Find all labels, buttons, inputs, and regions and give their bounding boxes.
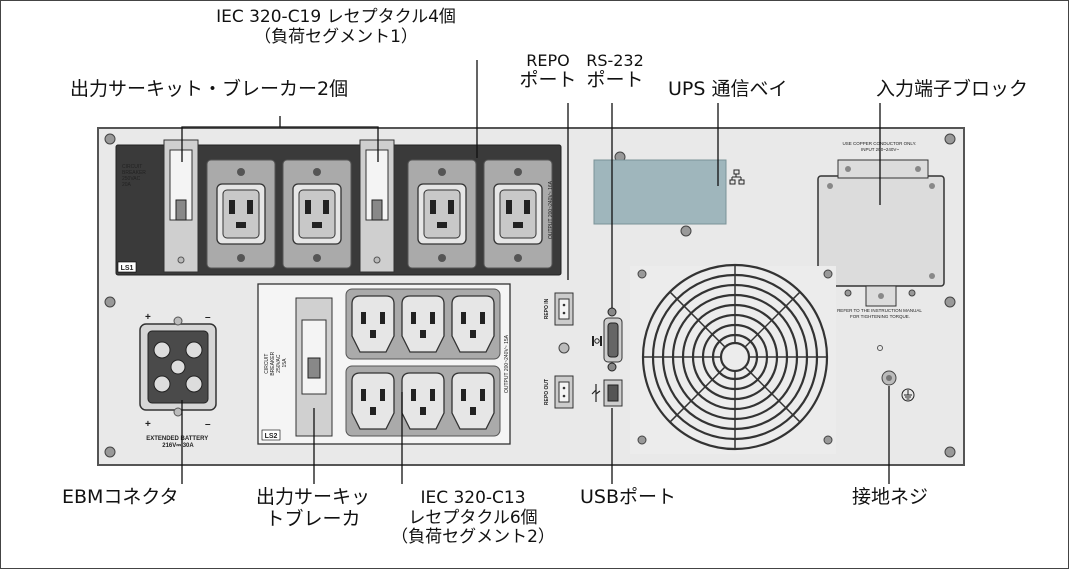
- output-breaker-2[interactable]: [359, 139, 395, 273]
- callout-ground-screw: 接地ネジ: [852, 486, 929, 508]
- c19-receptacle-2: [282, 159, 352, 269]
- callout-repo-line1: REPO: [526, 51, 570, 70]
- ground-screw[interactable]: [877, 345, 897, 386]
- c13-receptacle-3: [451, 295, 495, 353]
- callout-rs232-line2: ポート: [586, 69, 644, 92]
- cb-bottom-label: CIRCUIT BREAKER 250VAC 15A: [264, 350, 288, 375]
- output-c13-label: OUTPUT 200~240V~ 15A: [504, 334, 510, 393]
- c13-receptacle-1: [351, 295, 395, 353]
- callout-iec-c19-line2: （負荷セグメント1）: [254, 26, 418, 47]
- c19-receptacle-3: [407, 159, 477, 269]
- callout-repo-port: REPO ポート: [518, 51, 578, 92]
- callout-iec-c13: IEC 320-C13 レセプタクル6個 （負荷セグメント2）: [378, 488, 568, 548]
- cooling-fan-grille: [630, 263, 836, 454]
- output-breaker-1[interactable]: [163, 139, 199, 273]
- callout-rs232-line1: RS-232: [586, 51, 644, 70]
- callout-rs232-port: RS-232 ポート: [580, 51, 650, 92]
- output-c19-label: OUTPUT 200~240V~ 16A: [548, 180, 554, 239]
- rs232-port[interactable]: [603, 307, 623, 372]
- c13-receptacle-6: [451, 372, 495, 430]
- c13-receptacles: [351, 295, 495, 430]
- ebm-plus-bottom: +: [145, 419, 151, 430]
- input-terminal-block[interactable]: [817, 159, 945, 307]
- ups-comm-bay[interactable]: [593, 159, 727, 225]
- repo-in-port[interactable]: [554, 292, 574, 326]
- callout-repo-line2: ポート: [519, 69, 577, 92]
- ebm-minus-top: –: [205, 312, 211, 323]
- c13-receptacle-2: [401, 295, 445, 353]
- c13-receptacle-5: [401, 372, 445, 430]
- network-icon: [729, 169, 745, 185]
- torque-note: REFER TO THE INSTRUCTION MANUAL FOR TIGH…: [837, 308, 923, 319]
- callout-ebm-connector: EBMコネクタ: [62, 486, 179, 508]
- c19-receptacle-4: [483, 159, 553, 269]
- callout-output-breaker-2: 出力サーキット・ブレーカー2個: [70, 78, 349, 100]
- callout-output-breaker: 出力サーキッ トブレーカ: [248, 486, 378, 531]
- ls2-label: LS2: [265, 433, 278, 440]
- ls1-label: LS1: [121, 265, 134, 272]
- callout-output-breaker-line2: トブレーカ: [265, 507, 361, 530]
- callout-ups-comm-bay: UPS 通信ベイ: [668, 78, 788, 100]
- extended-battery-label: EXTENDED BATTERY 216V⎓ 30A: [146, 436, 210, 449]
- c19-receptacles: [206, 159, 553, 269]
- callout-iec-c13-line1: IEC 320-C13: [420, 488, 526, 508]
- callout-iec-c19-line1: IEC 320-C19 レセプタクル4個: [216, 7, 456, 27]
- ebm-connector[interactable]: [139, 316, 217, 417]
- panel-screws: [104, 133, 956, 458]
- cb-top-label: CIRCUIT BREAKER 250VAC 20A: [122, 164, 147, 188]
- panel-screw-mid: [558, 342, 570, 354]
- c13-receptacle-4: [351, 372, 395, 430]
- repo-out-port[interactable]: [554, 375, 574, 409]
- output-breaker-3[interactable]: [295, 297, 333, 437]
- callout-usb-port: USBポート: [580, 486, 677, 508]
- callout-iec-c19: IEC 320-C19 レセプタクル4個 （負荷セグメント1）: [186, 7, 486, 47]
- ebm-minus-bottom: –: [205, 419, 211, 430]
- usb-port[interactable]: [603, 379, 623, 407]
- repo-in-label: REPO IN: [544, 298, 550, 319]
- callout-output-breaker-line1: 出力サーキッ: [255, 486, 370, 508]
- repo-out-label: REPO OUT: [544, 379, 550, 405]
- callout-leader-lines: [181, 60, 890, 484]
- ground-symbol-icon: [901, 388, 915, 402]
- callout-iec-c13-line3: （負荷セグメント2）: [391, 527, 555, 548]
- callout-iec-c13-line2: レセプタクル6個: [408, 507, 538, 528]
- c19-receptacle-1: [206, 159, 276, 269]
- callout-input-terminal-block: 入力端子ブロック: [876, 78, 1029, 100]
- ebm-plus-top: +: [145, 312, 151, 323]
- usb-icon: [591, 384, 601, 402]
- serial-port-icon: [592, 336, 602, 346]
